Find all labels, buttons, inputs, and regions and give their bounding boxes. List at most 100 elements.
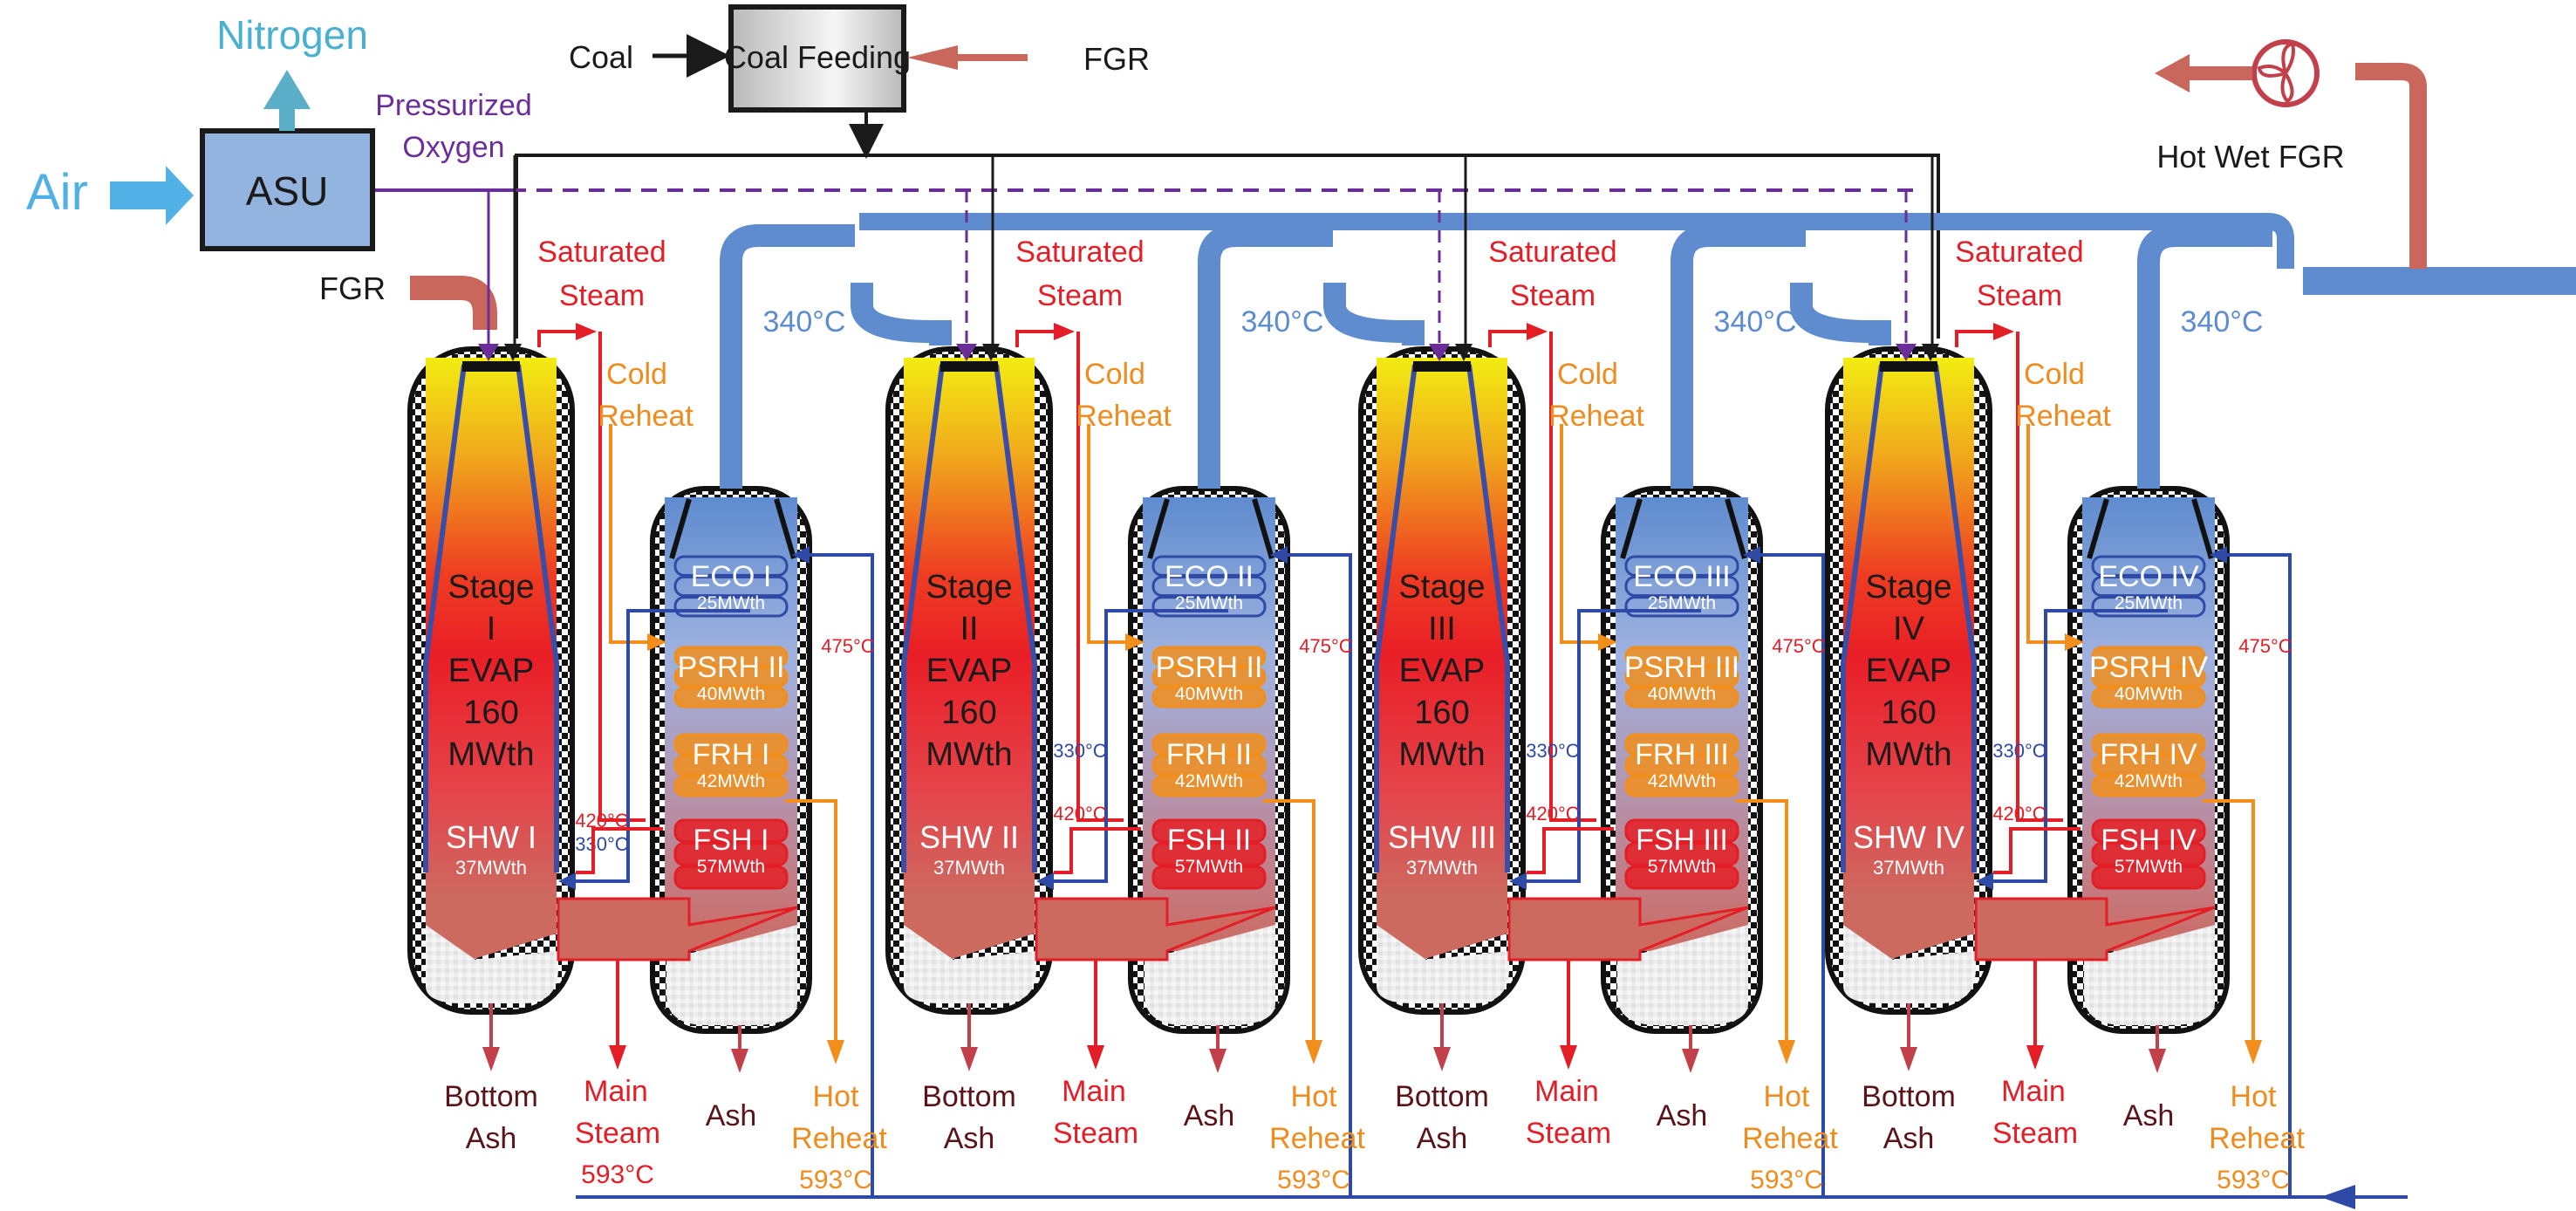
coal-feeding: Coal Coal Feeding FGR bbox=[569, 4, 1150, 159]
evap-label: EVAP bbox=[1399, 653, 1486, 689]
evap-duty-unit: MWth bbox=[926, 736, 1012, 773]
main-steam-label-1: Main bbox=[2001, 1075, 2066, 1108]
feedwater-arrow-icon bbox=[1743, 546, 1760, 564]
bottom-ash-pile bbox=[426, 925, 558, 1003]
stage-word-label: Stage bbox=[1398, 569, 1485, 606]
flue-recycle-inlet bbox=[851, 283, 952, 346]
saturated-steam-line bbox=[1955, 330, 1993, 347]
fly-ash-arrow-icon bbox=[1209, 1049, 1227, 1073]
asu-unit: ASU Nitrogen Pressurized Oxygen bbox=[200, 12, 532, 251]
bottom-ash-label-1: Bottom bbox=[1395, 1080, 1489, 1113]
hot-reheat-label-2: Reheat bbox=[1742, 1122, 1838, 1155]
saturated-steam-label-1: Saturated bbox=[537, 236, 666, 269]
shw-label: SHW III bbox=[1388, 819, 1496, 855]
fsh-label: FSH IV bbox=[2101, 824, 2197, 857]
psrh-label: PSRH II bbox=[678, 651, 785, 684]
stage-numeral-label: II bbox=[960, 611, 978, 647]
fly-ash-pile bbox=[1617, 925, 1748, 1025]
main-steam-label-1: Main bbox=[1062, 1075, 1126, 1108]
hot-reheat-arrow-icon bbox=[1305, 1040, 1322, 1064]
shw-duty: 37MWth bbox=[455, 857, 527, 879]
temp-330-label: 330°C bbox=[1526, 740, 1580, 762]
oxygen-inlet-arrow-icon bbox=[1429, 344, 1450, 361]
furnace-flame bbox=[426, 358, 557, 899]
coal-feeding-box bbox=[728, 4, 906, 113]
shw-label: SHW I bbox=[446, 819, 536, 855]
stage-numeral-label: IV bbox=[1893, 611, 1925, 647]
saturated-steam-line bbox=[1015, 330, 1054, 347]
coal-feeding-label: Coal Feeding bbox=[724, 39, 911, 75]
shw-duty: 37MWth bbox=[1406, 857, 1478, 879]
saturated-steam-arrow-icon bbox=[1054, 323, 1075, 340]
saturated-steam-line bbox=[1488, 330, 1527, 347]
fly-ash-pile bbox=[666, 925, 797, 1025]
psrh-coil-tube bbox=[1151, 666, 1267, 688]
crossover-duct bbox=[1507, 897, 1749, 961]
feedwater-eco-line bbox=[810, 553, 874, 1197]
eco-coil-tube bbox=[1151, 555, 1267, 577]
main-steam-label-1: Main bbox=[584, 1075, 648, 1108]
cold-reheat-label-2: Reheat bbox=[1076, 400, 1172, 433]
burner-icon bbox=[1880, 361, 1937, 372]
coal-inlet-arrow-icon bbox=[504, 344, 522, 361]
eco-coil-tube bbox=[1624, 575, 1739, 598]
furnace-hopper bbox=[426, 899, 557, 960]
psrh-coil-tube bbox=[1151, 646, 1267, 667]
eco-duty: 25MWth bbox=[1175, 593, 1243, 613]
fgr-coal-label: FGR bbox=[1083, 41, 1150, 77]
psrh-coil-tube bbox=[673, 687, 789, 708]
eco-label: ECO III bbox=[1633, 560, 1730, 593]
eco-duty: 25MWth bbox=[697, 593, 765, 613]
hot-reheat-label-1: Hot bbox=[2231, 1080, 2277, 1113]
steam-420-line bbox=[1527, 827, 1614, 874]
main-steam-arrow-icon bbox=[609, 1045, 626, 1070]
frh-coil-tube bbox=[2091, 775, 2206, 797]
evap-label: EVAP bbox=[926, 653, 1013, 689]
fsh-coil-tube bbox=[1151, 842, 1267, 866]
saturated-steam-down-line bbox=[2016, 332, 2063, 822]
fgr-outlet-arrow-icon bbox=[2155, 54, 2252, 92]
pressurized-oxygen-label-2: Oxygen bbox=[402, 131, 504, 164]
eco-coil-tube bbox=[673, 555, 789, 577]
air-inlet: Air bbox=[26, 164, 194, 225]
fsh-coil-tube bbox=[673, 865, 789, 890]
cold-reheat-label-1: Cold bbox=[1084, 358, 1145, 391]
frh-coil-tube bbox=[2091, 733, 2206, 756]
feedwater-eco-line bbox=[1288, 553, 1352, 1197]
eco-to-shw-line bbox=[1054, 609, 1228, 883]
hot-reheat-label-1: Hot bbox=[1291, 1080, 1337, 1113]
fsh-coil-tube bbox=[1624, 865, 1739, 890]
cold-reheat-label-2: Reheat bbox=[1548, 400, 1644, 433]
hot-reheat-line bbox=[785, 799, 837, 1040]
evap-duty-value: 160 bbox=[941, 694, 996, 731]
eco-label: ECO II bbox=[1165, 560, 1254, 593]
main-steam-label-2: Steam bbox=[1992, 1117, 2078, 1150]
fsh-coil-tube bbox=[1151, 865, 1267, 890]
temp-330-label: 330°C bbox=[1992, 740, 2046, 762]
evap-duty-value: 160 bbox=[1414, 694, 1469, 731]
cold-reheat-line bbox=[1087, 424, 1125, 644]
fan-blades-icon bbox=[2257, 41, 2295, 104]
eco-coil-tube bbox=[673, 596, 789, 618]
eco-to-shw-arrow-icon bbox=[1976, 872, 1993, 890]
fsh-coil-tube bbox=[1624, 818, 1739, 844]
steam-420-line bbox=[1993, 827, 2081, 874]
ash-label: Ash bbox=[1184, 1099, 1235, 1132]
eco-coil-tube bbox=[1624, 555, 1739, 577]
hot-reheat-label-2: Reheat bbox=[2209, 1122, 2305, 1155]
furnace-flame bbox=[1843, 358, 1974, 899]
main-steam-temp-label: 593°C bbox=[581, 1160, 654, 1189]
psrh-label: PSRH III bbox=[1624, 651, 1739, 684]
main-steam-label-2: Steam bbox=[575, 1117, 660, 1150]
saturated-steam-label-1: Saturated bbox=[1488, 236, 1616, 269]
fsh-coil-tube bbox=[2091, 818, 2206, 844]
bottom-ash-label-1: Bottom bbox=[1862, 1080, 1956, 1113]
hot-reheat-temp-label: 593°C bbox=[2217, 1166, 2290, 1194]
main-steam-label-1: Main bbox=[1534, 1075, 1599, 1108]
cold-reheat-label-1: Cold bbox=[606, 358, 667, 391]
upper-flue-header bbox=[859, 213, 2294, 269]
frh-duty: 42MWth bbox=[1648, 771, 1716, 791]
psrh-coil-tube bbox=[673, 666, 789, 688]
shw-duty: 37MWth bbox=[1873, 857, 1944, 879]
